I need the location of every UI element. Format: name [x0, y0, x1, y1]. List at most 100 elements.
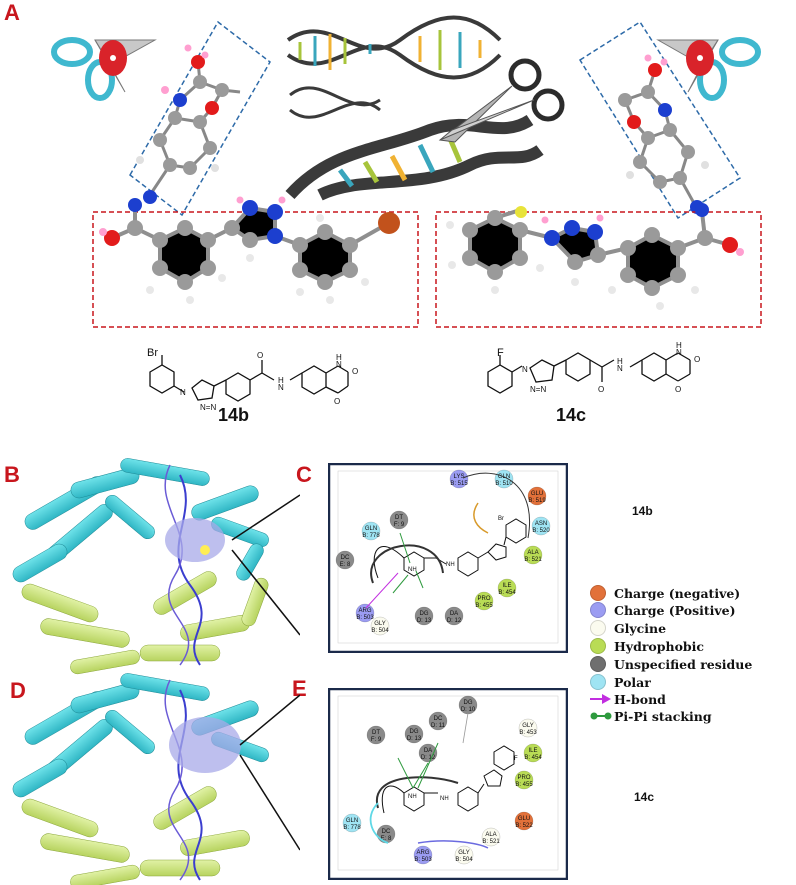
- svg-text:O: O: [694, 355, 700, 364]
- residue-name: DT: [372, 730, 380, 736]
- residue-name: ALA: [485, 832, 496, 838]
- dna-helix-illustration: [285, 15, 565, 201]
- ligand-2d-c: [373, 518, 527, 579]
- svg-text:H: H: [676, 341, 682, 350]
- residue-disc: DTF: 9: [366, 725, 386, 745]
- residue-id: E: 8: [381, 836, 392, 842]
- residue-disc: DGD: 10: [458, 695, 478, 715]
- svg-text:N: N: [617, 364, 623, 373]
- residue-name: LYS: [454, 474, 465, 480]
- residue-name: DC: [382, 829, 391, 835]
- svg-text:N: N: [522, 365, 528, 374]
- residue-name: ALA: [527, 550, 538, 556]
- structure-14b: [149, 355, 349, 402]
- residue-name: DC: [341, 555, 350, 561]
- legend-item: Pi-Pi stacking: [590, 707, 712, 725]
- residue-id: D: 13: [407, 736, 422, 742]
- legend-dot-icon: [590, 585, 606, 601]
- residue-name: DA: [424, 748, 432, 754]
- panel-label-b: B: [4, 462, 20, 487]
- structure-14c: [487, 352, 691, 394]
- residue-name: ILE: [502, 583, 511, 589]
- residue-name: DG: [410, 729, 419, 735]
- residue-name: GLU: [518, 816, 530, 822]
- legend-dot-icon: [590, 602, 606, 618]
- svg-text:H: H: [278, 376, 284, 385]
- helix-scissors-icon: [438, 58, 565, 143]
- residue-name: DG: [420, 611, 429, 617]
- residue-disc: DGD: 13: [404, 724, 424, 744]
- residue-disc: DCD: 11: [428, 711, 448, 731]
- panel-a-artwork: Br N N=N O H N H N O O F N N=N O H N H N…: [51, 15, 762, 412]
- residue-name: GLU: [531, 491, 543, 497]
- residue-name: DG: [464, 700, 473, 706]
- residue-disc: DAD: 12: [418, 743, 438, 763]
- residue-id: D: 12: [447, 618, 462, 624]
- residue-name: GLN: [365, 526, 377, 532]
- protein-complex-cartoons: [12, 458, 300, 885]
- svg-text:Br: Br: [147, 347, 158, 359]
- residue-name: DC: [434, 716, 443, 722]
- legend-label: H-bond: [614, 691, 666, 707]
- residue-id: B: 778: [362, 533, 380, 539]
- residue-id: B: 454: [498, 590, 516, 596]
- svg-text:H: H: [336, 353, 342, 362]
- fragment-box-right: [435, 211, 762, 328]
- residue-id: B: 510: [495, 481, 513, 487]
- residue-name: ASN: [535, 521, 547, 527]
- panel-label-c: C: [296, 462, 312, 487]
- dashed-cut-box-left: [129, 20, 271, 217]
- pi-stacking-icon: [590, 712, 612, 720]
- residue-id: B: 503: [414, 857, 432, 863]
- svg-text:O: O: [598, 385, 604, 394]
- residue-name: DT: [395, 515, 403, 521]
- svg-text:O: O: [334, 397, 340, 406]
- residue-id: B: 504: [455, 857, 473, 863]
- residue-id: B: 519: [528, 498, 546, 504]
- svg-text:F: F: [514, 756, 518, 762]
- legend-item: Charge (Positive): [590, 601, 736, 619]
- svg-text:NH: NH: [446, 562, 455, 568]
- legend-dot-icon: [590, 656, 606, 672]
- residue-name: GLY: [522, 723, 534, 729]
- residue-id: D: 13: [417, 618, 432, 624]
- structure-14b-o: O: [257, 351, 263, 360]
- legend-item: Glycine: [590, 619, 666, 637]
- residue-id: B: 453: [519, 730, 537, 736]
- legend-label: Unspecified residue: [614, 656, 753, 672]
- residue-id: B: 515: [450, 481, 468, 487]
- svg-text:Br: Br: [498, 516, 504, 522]
- legend-label: Pi-Pi stacking: [614, 708, 712, 724]
- legend-dot-icon: [590, 620, 606, 636]
- legend-label: Hydrophobic: [614, 638, 705, 654]
- residue-name: ILE: [528, 748, 537, 754]
- svg-text:N=N: N=N: [530, 385, 546, 394]
- residue-name: ARG: [358, 608, 371, 614]
- residue-id: D: 10: [461, 707, 476, 713]
- panel-label-a: A: [4, 0, 20, 25]
- residue-disc: DAD: 12: [444, 606, 464, 626]
- residue-id: E: 8: [340, 562, 351, 568]
- residue-id: B: 521: [482, 839, 500, 845]
- residue-id: B: 455: [475, 603, 493, 609]
- residue-id: B: 522: [515, 823, 533, 829]
- residue-id: D: 12: [421, 755, 436, 761]
- residue-name: ARG: [416, 850, 429, 856]
- residue-name: PRO: [517, 775, 530, 781]
